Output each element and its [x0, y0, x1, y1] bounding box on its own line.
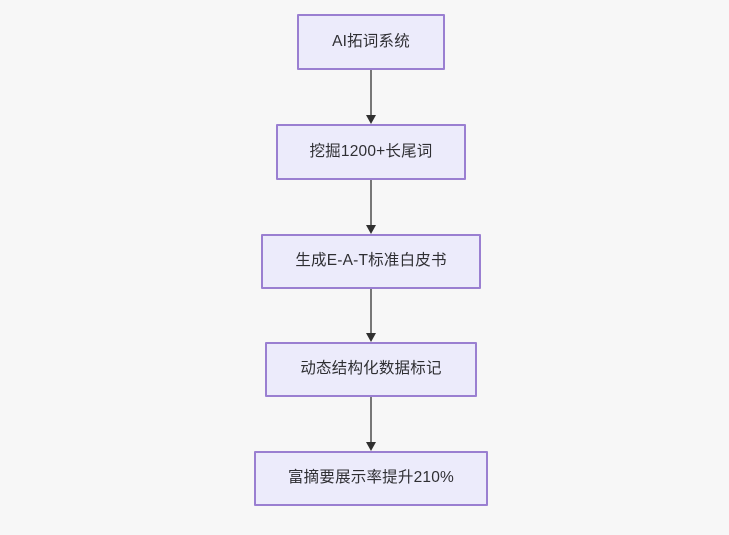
arrowhead-icon: [366, 333, 376, 342]
connector-line: [370, 180, 372, 226]
connector-line: [370, 289, 372, 334]
connector-arrow-4: [365, 397, 377, 451]
flow-node-dynamic-structured-data-markup[interactable]: 动态结构化数据标记: [265, 342, 477, 397]
connector-arrow-3: [365, 289, 377, 342]
arrowhead-icon: [366, 115, 376, 124]
arrowhead-icon: [366, 442, 376, 451]
arrowhead-icon: [366, 225, 376, 234]
flow-node-ai-keyword-system[interactable]: AI拓词系统: [297, 14, 445, 70]
connector-line: [370, 70, 372, 116]
flow-node-label: AI拓词系统: [332, 32, 410, 50]
flow-node-mine-longtail-keywords[interactable]: 挖掘1200+长尾词: [276, 124, 466, 180]
flow-node-label: 动态结构化数据标记: [300, 360, 442, 378]
connector-arrow-1: [365, 70, 377, 124]
flow-node-label: 挖掘1200+长尾词: [309, 142, 433, 160]
connector-line: [370, 397, 372, 443]
flow-node-label: 生成E-A-T标准白皮书: [295, 252, 447, 270]
flow-node-label: 富摘要展示率提升210%: [287, 469, 455, 487]
flow-node-rich-snippet-rate-increase[interactable]: 富摘要展示率提升210%: [254, 451, 488, 506]
flow-node-generate-eat-whitepaper[interactable]: 生成E-A-T标准白皮书: [261, 234, 481, 289]
connector-arrow-2: [365, 180, 377, 234]
